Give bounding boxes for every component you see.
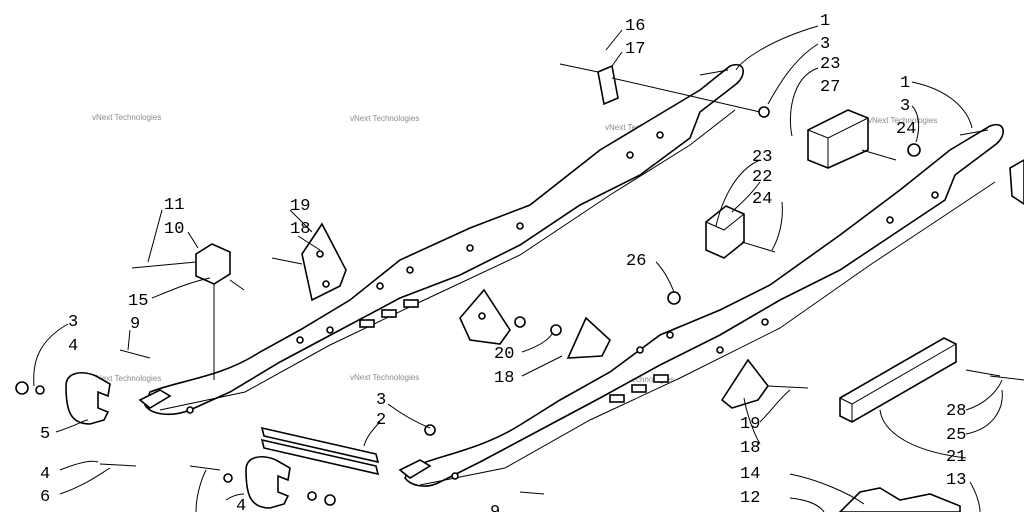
callout-18-right: 18	[740, 439, 760, 458]
callout-26: 26	[626, 252, 646, 271]
callout-19-left: 19	[290, 197, 310, 216]
watermark-5: vNext Technologies	[92, 374, 161, 383]
nut-26	[667, 291, 681, 305]
watermark-1: vNext Technologies	[92, 113, 161, 122]
right-edge-bracket	[1009, 159, 1024, 205]
callout-21: 21	[946, 448, 966, 467]
watermark-7: vNext Technologies	[605, 375, 674, 384]
callout-labels: 1 3 23 27 16 17 1 3 24 23 22 24 11 10 19…	[40, 12, 966, 512]
right-rail-holes	[451, 191, 939, 480]
callout-28: 28	[946, 402, 966, 421]
callout-18-center: 18	[494, 369, 514, 388]
callout-24-mid: 24	[752, 190, 772, 209]
callout-11: 11	[164, 196, 184, 215]
callout-18-left: 18	[290, 220, 310, 239]
watermark-6: vNext Technologies	[350, 373, 419, 382]
callout-1-right: 1	[900, 74, 910, 93]
callout-15: 15	[128, 292, 148, 311]
callout-19-right: 19	[740, 415, 760, 434]
callout-6: 6	[40, 488, 50, 507]
callout-20: 20	[494, 345, 514, 364]
callout-2: 2	[376, 411, 386, 430]
callout-4-lower: 4	[40, 465, 50, 484]
callout-25: 25	[946, 426, 966, 445]
cross-rods	[260, 426, 380, 476]
bracket-17	[559, 63, 770, 118]
callout-22: 22	[752, 168, 772, 187]
callout-17: 17	[625, 40, 645, 59]
watermark-4: vNext Technologies	[868, 116, 937, 125]
callout-3-center: 3	[376, 391, 386, 410]
callout-27: 27	[820, 78, 840, 97]
left-slide-rail	[144, 63, 744, 416]
bumper-5-left	[15, 372, 111, 425]
gusset-20-right	[550, 316, 611, 359]
callout-9-upper: 9	[130, 315, 140, 334]
callout-9-lower: 9	[490, 503, 500, 512]
watermark-2: vNext Technologies	[350, 114, 419, 123]
left-rail-holes	[186, 131, 664, 414]
callout-10: 10	[164, 220, 184, 239]
gusset-20-left	[459, 288, 526, 345]
callout-24-upper: 24	[896, 120, 916, 139]
callout-1-upper: 1	[820, 12, 830, 31]
callout-4-bottom: 4	[236, 497, 246, 512]
callout-14: 14	[740, 465, 760, 484]
leader-lines	[33, 25, 1003, 512]
stopper-block-22	[705, 205, 776, 259]
stopper-block-27	[807, 109, 897, 169]
callout-23-upper: 23	[820, 55, 840, 74]
callout-3-upper: 3	[820, 35, 830, 54]
callout-3-left: 3	[68, 313, 78, 332]
callout-16: 16	[625, 17, 645, 36]
callout-5: 5	[40, 425, 50, 444]
callout-13: 13	[946, 471, 966, 490]
callout-4-left: 4	[68, 337, 78, 356]
callout-3-right: 3	[900, 97, 910, 116]
cross-shaft-21	[839, 337, 1001, 423]
gusset-18-left	[271, 222, 347, 302]
gusset-18-right	[720, 358, 809, 409]
right-slide-rail	[404, 123, 1004, 487]
rail-tip-brackets	[138, 389, 432, 479]
callout-23-mid: 23	[752, 148, 772, 167]
bottom-right-parts	[838, 487, 961, 512]
cable-assembly-10	[131, 243, 245, 380]
nut-3-right	[907, 143, 921, 157]
bumper-5-right	[223, 456, 291, 509]
callout-12: 12	[740, 489, 760, 508]
